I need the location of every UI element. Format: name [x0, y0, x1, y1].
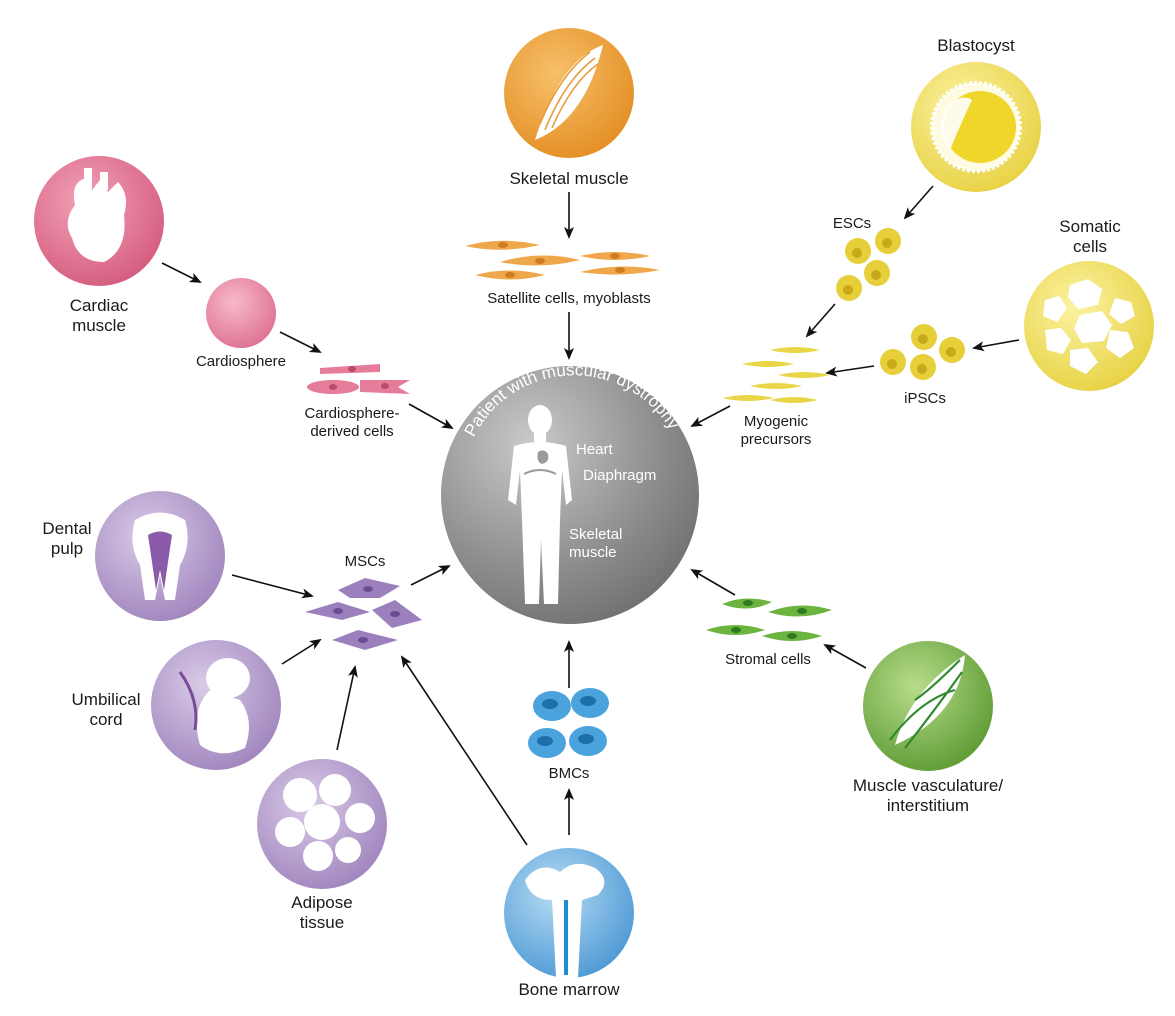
vessel-muscle-icon: [895, 655, 965, 745]
myogenic-label: Myogenic precursors: [740, 413, 812, 448]
organ-skeletal-muscle-label: Skeletal muscle: [569, 526, 623, 561]
organ-diaphragm-label: Diaphragm: [583, 467, 657, 484]
umbilical-cord-source: [151, 640, 281, 770]
muscle-vasculature-source: [863, 641, 993, 771]
satellite-cells: [465, 240, 660, 280]
dental-pulp-label: Dental pulp: [42, 519, 92, 559]
mscs-label: MSCs: [344, 553, 386, 570]
bmcs-label: BMCs: [548, 765, 590, 782]
myogenic-precursors: [722, 347, 830, 403]
somatic-cells-label: Somatic cells: [1059, 217, 1121, 257]
stromal-cells-label: Stromal cells: [725, 651, 811, 668]
cardiac-muscle-label: Cardiac muscle: [69, 296, 129, 336]
bone-marrow-source: [504, 848, 634, 978]
esc-cells: [836, 228, 901, 301]
organ-heart-label: Heart: [576, 441, 613, 458]
adipose-tissue-label: Adipose tissue: [291, 893, 353, 933]
fetus-icon: [196, 658, 250, 754]
bone-marrow-label: Bone marrow: [518, 980, 620, 999]
muscle-vasculature-label: Muscle vasculature/ interstitium: [852, 776, 1004, 816]
cardiosphere: [206, 278, 276, 348]
umbilical-cord-label: Umbilical cord: [71, 690, 141, 730]
patient-circle: Patient with muscular dystrophy: [441, 360, 699, 624]
escs-label: ESCs: [832, 215, 872, 232]
stromal-cells: [706, 598, 832, 641]
arrows: [161, 185, 1020, 846]
heart-marker: [537, 450, 549, 464]
adipocytes-icon: [275, 774, 375, 871]
somatic-cells-source: [1024, 261, 1154, 391]
bmc-cells: [528, 688, 609, 758]
skeletal-muscle-label: Skeletal muscle: [509, 169, 629, 188]
blastocyst-label: Blastocyst: [937, 36, 1015, 55]
cardiac-muscle-source: [34, 156, 164, 286]
ipscs-label: iPSCs: [904, 390, 946, 407]
human-silhouette-icon: [508, 405, 572, 604]
ipsc-cells: [880, 324, 965, 380]
msc-cells: [305, 578, 422, 650]
cardiosphere-derived-cells: [307, 364, 410, 394]
somatic-cells-icon: [1043, 279, 1135, 374]
heart-icon: [67, 168, 126, 262]
dental-pulp-source: [95, 491, 225, 621]
adipose-tissue-source: [257, 759, 387, 889]
cardiosphere-label: Cardiosphere: [195, 353, 287, 370]
muscle-fiber-icon: [535, 45, 603, 140]
blastocyst-source: [911, 62, 1041, 192]
cardiosphere-derived-label: Cardiosphere- derived cells: [304, 405, 400, 440]
satellite-cells-label: Satellite cells, myoblasts: [487, 290, 651, 307]
skeletal-muscle-source: [504, 28, 634, 158]
